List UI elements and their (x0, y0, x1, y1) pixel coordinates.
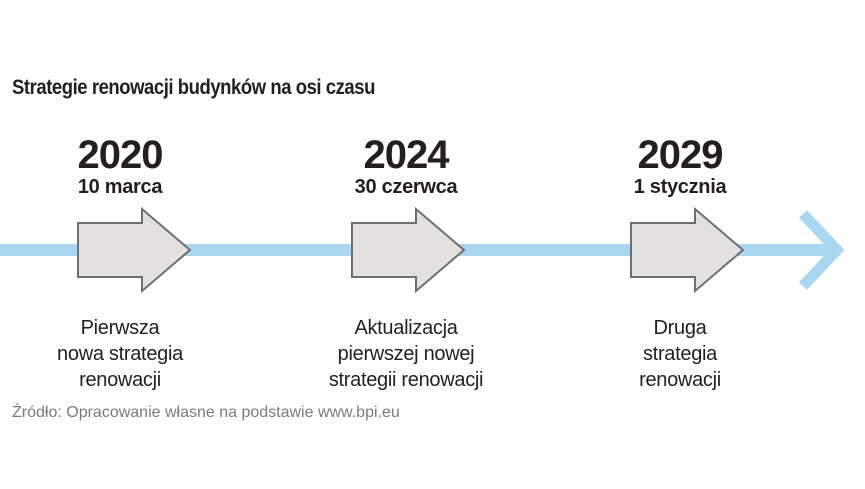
milestone-description: Pierwsza nowa strategia renowacji (0, 315, 240, 393)
description-line: Aktualizacja (354, 317, 458, 339)
description-line: Druga (653, 317, 707, 339)
milestone-date: 10 marca (77, 176, 163, 198)
milestone-year: 2029 (637, 133, 724, 177)
milestone-arrow-icon (630, 206, 745, 294)
milestone-arrow-icon (351, 206, 466, 294)
milestone-description: Druga strategia renowacji (560, 315, 800, 393)
description-line: pierwszej nowej (337, 343, 475, 365)
description-line: nowa strategia (57, 343, 183, 365)
timeline-arrowhead-icon (799, 210, 845, 290)
milestone-year: 2024 (363, 133, 450, 177)
description-line: renowacji (79, 369, 161, 391)
description-line: strategia (642, 343, 717, 365)
milestone-arrow-icon (77, 206, 192, 294)
milestone-year: 2020 (77, 133, 164, 177)
description-line: renowacji (639, 369, 721, 391)
description-line: Pierwsza (80, 317, 160, 339)
milestone-date: 1 stycznia (633, 176, 727, 198)
description-line: strategii renowacji (328, 369, 484, 391)
diagram-title: Strategie renowacji budynków na osi czas… (12, 76, 375, 99)
milestone-description: Aktualizacja pierwszej nowej strategii r… (286, 315, 526, 393)
milestone-date: 30 czerwca (354, 176, 458, 198)
source-note: Źródło: Opracowanie własne na podstawie … (12, 404, 400, 421)
